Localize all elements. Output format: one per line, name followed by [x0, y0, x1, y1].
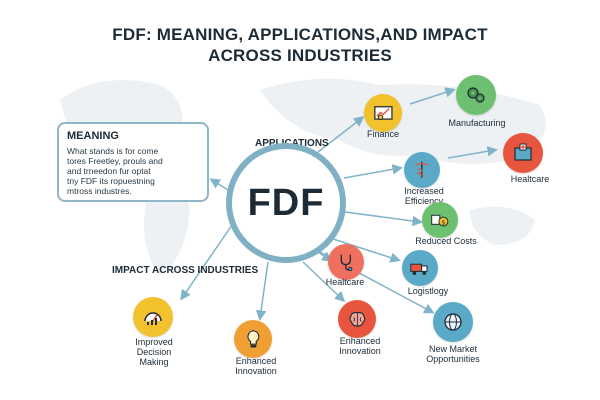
lightbulb-icon — [247, 329, 259, 348]
finance-node — [364, 94, 402, 132]
nmo-line-1: New Market — [428, 344, 477, 354]
enh2-line-2: Innovation — [339, 346, 381, 356]
gears-icon — [467, 87, 485, 103]
increased-efficiency-label: Increased Efficiency — [404, 186, 444, 206]
manufacturing-node — [456, 75, 496, 115]
gauge-icon — [144, 312, 162, 325]
meaning-line-4: tny FDF its ropuestning — [67, 176, 155, 186]
enhanced-innovation-label-1: Enhanced Innovation — [235, 356, 277, 376]
improved-line-1: Improved — [135, 337, 173, 347]
enhanced-innovation-node-1 — [234, 320, 272, 358]
money-bag-icon: $ — [431, 215, 449, 227]
increased-line-2: Efficiency — [404, 196, 444, 206]
enhanced-innovation-label-2: Enhanced Innovation — [339, 336, 381, 356]
nmo-line-2: Opportunities — [426, 354, 480, 364]
new-market-label: New Market Opportunities — [426, 344, 480, 364]
increased-efficiency-node — [404, 152, 440, 188]
meaning-line-5: mtross industres. — [67, 186, 132, 196]
meaning-line-3: and trneedon fur optat — [67, 166, 151, 176]
healthcare-node — [328, 244, 364, 280]
improved-line-3: Making — [139, 357, 169, 367]
truck-icon — [410, 263, 428, 276]
increased-line-1: Increased — [404, 186, 444, 196]
logistlogy-node — [402, 250, 438, 286]
improved-decision-label: Improved Decision Making — [135, 337, 173, 367]
enh1-line-2: Innovation — [235, 366, 277, 376]
arrow-to-reduced — [344, 211, 423, 227]
manufacturing-label: Manufacturing — [448, 118, 506, 128]
arrow-to-improved — [180, 224, 233, 301]
arrow-to-enh2 — [302, 261, 346, 303]
globe-icon — [444, 313, 462, 331]
arrow-increased-healtcare — [447, 146, 498, 159]
enh1-line-1: Enhanced — [235, 356, 277, 366]
enhanced-innovation-node-2 — [338, 300, 376, 338]
title-line-2: ACROSS INDUSTRIES — [208, 46, 392, 65]
meaning-line-2: tores Freetley, prouls and — [67, 156, 163, 166]
healtcare-label: Healtcare — [510, 174, 550, 184]
brain-icon — [349, 311, 365, 327]
logistlogy-label: Logistlogy — [407, 286, 449, 296]
arrow-to-logistics — [329, 237, 401, 263]
finance-label: Finance — [366, 129, 400, 139]
page-title: FDF: MEANING, APPLICATIONS,AND IMPACT AC… — [0, 24, 600, 66]
meaning-box: MEANING What stands is for come tores Fr… — [57, 122, 209, 202]
arrow-to-finance — [317, 116, 365, 153]
fdf-center-label: FDF — [247, 181, 325, 224]
finance-chart-icon — [373, 105, 393, 120]
svg-text:$: $ — [442, 219, 446, 226]
arrow-to-increased — [343, 164, 403, 179]
hospital-icon — [514, 143, 532, 161]
title-line-1: FDF: MEANING, APPLICATIONS,AND IMPACT — [112, 25, 488, 44]
fdf-center-circle: FDF — [226, 143, 346, 263]
improved-decision-node — [133, 297, 173, 337]
meaning-text: What stands is for come tores Freetley, … — [67, 146, 199, 196]
reduced-costs-label: Reduced Costs — [415, 236, 477, 246]
arrow-to-meaning — [209, 178, 229, 191]
meaning-line-1: What stands is for come — [67, 146, 159, 156]
new-market-node — [433, 302, 473, 342]
enh2-line-1: Enhanced — [339, 336, 381, 346]
stethoscope-icon — [340, 254, 353, 272]
reduced-costs-node: $ — [422, 202, 458, 238]
healthcare-label: Healtcare — [325, 277, 365, 287]
arrow-finance-manufacturing — [409, 87, 456, 105]
impact-label: IMPACT ACROSS INDUSTRIES — [112, 265, 259, 276]
healtcare-node — [503, 133, 543, 173]
caduceus-icon — [415, 161, 429, 179]
improved-line-2: Decision — [136, 347, 172, 357]
arrow-to-enh1 — [255, 261, 269, 321]
meaning-heading: MEANING — [67, 130, 119, 142]
